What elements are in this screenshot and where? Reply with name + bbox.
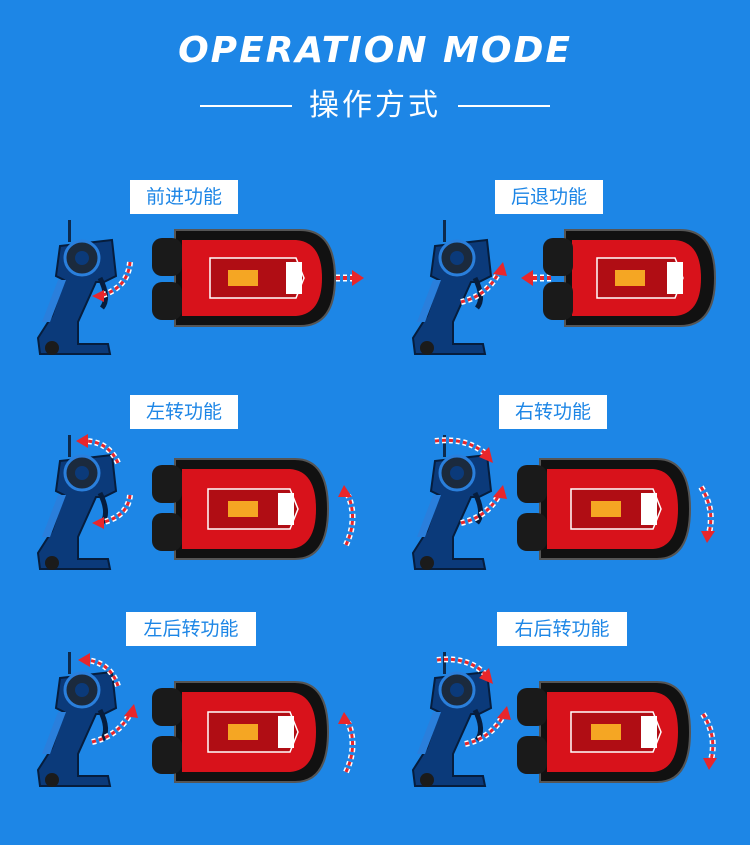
mode-label: 左转功能	[130, 395, 238, 429]
mode-panel-forward: 前进功能	[0, 180, 375, 395]
hovercraft-icon	[517, 681, 692, 783]
turn-left-scene	[0, 433, 375, 573]
right-divider	[458, 105, 550, 107]
trigger-arrow-icon	[460, 485, 507, 526]
hovercraft-icon	[517, 458, 692, 560]
subtitle-row: 操作方式	[0, 86, 750, 126]
trigger-arrow-icon	[92, 261, 133, 302]
forward-scene	[0, 218, 375, 358]
wheel-left-arrow-icon	[78, 653, 121, 688]
page-title: OPERATION MODE	[178, 30, 572, 71]
remote-controller-icon	[411, 652, 493, 787]
trigger-arrow-icon	[92, 494, 133, 529]
mode-label: 后退功能	[495, 180, 603, 214]
trigger-arrow-icon	[464, 706, 511, 747]
mode-label: 前进功能	[130, 180, 238, 214]
reverse-right-scene	[375, 650, 750, 790]
reverse-left-arrow-icon	[338, 712, 356, 774]
hovercraft-icon	[543, 229, 717, 327]
remote-controller-icon	[411, 435, 493, 570]
left-divider	[200, 105, 292, 107]
turn-right-arrow-icon	[698, 485, 715, 543]
turn-left-arrow-icon	[338, 485, 356, 547]
hovercraft-icon	[152, 681, 330, 783]
reverse-left-scene	[0, 650, 375, 790]
mode-panel-reverse-right: 右后转功能	[375, 612, 750, 827]
wheel-right-arrow-icon	[436, 656, 493, 684]
backward-scene	[375, 218, 750, 358]
hovercraft-icon	[152, 229, 337, 327]
remote-controller-icon	[36, 652, 118, 787]
mode-panel-turn-left: 左转功能	[0, 395, 375, 610]
mode-label: 右后转功能	[497, 612, 627, 646]
mode-panel-reverse-left: 左后转功能	[0, 612, 375, 827]
mode-panel-turn-right: 右转功能	[375, 395, 750, 610]
page-subtitle: 操作方式	[309, 88, 441, 123]
turn-right-scene	[375, 433, 750, 573]
remote-controller-icon	[36, 220, 118, 355]
remote-controller-icon	[411, 220, 493, 355]
trigger-arrow-icon	[91, 704, 138, 745]
mode-label: 左后转功能	[126, 612, 256, 646]
hovercraft-icon	[152, 458, 330, 560]
trigger-arrow-icon	[460, 262, 507, 305]
backward-arrow-icon	[521, 270, 551, 286]
wheel-right-arrow-icon	[434, 437, 493, 463]
mode-label: 右转功能	[499, 395, 607, 429]
forward-arrow-icon	[336, 270, 364, 286]
remote-controller-icon	[36, 435, 118, 570]
reverse-right-arrow-icon	[700, 712, 717, 770]
mode-panel-backward: 后退功能	[375, 180, 750, 395]
wheel-left-arrow-icon	[76, 434, 121, 465]
